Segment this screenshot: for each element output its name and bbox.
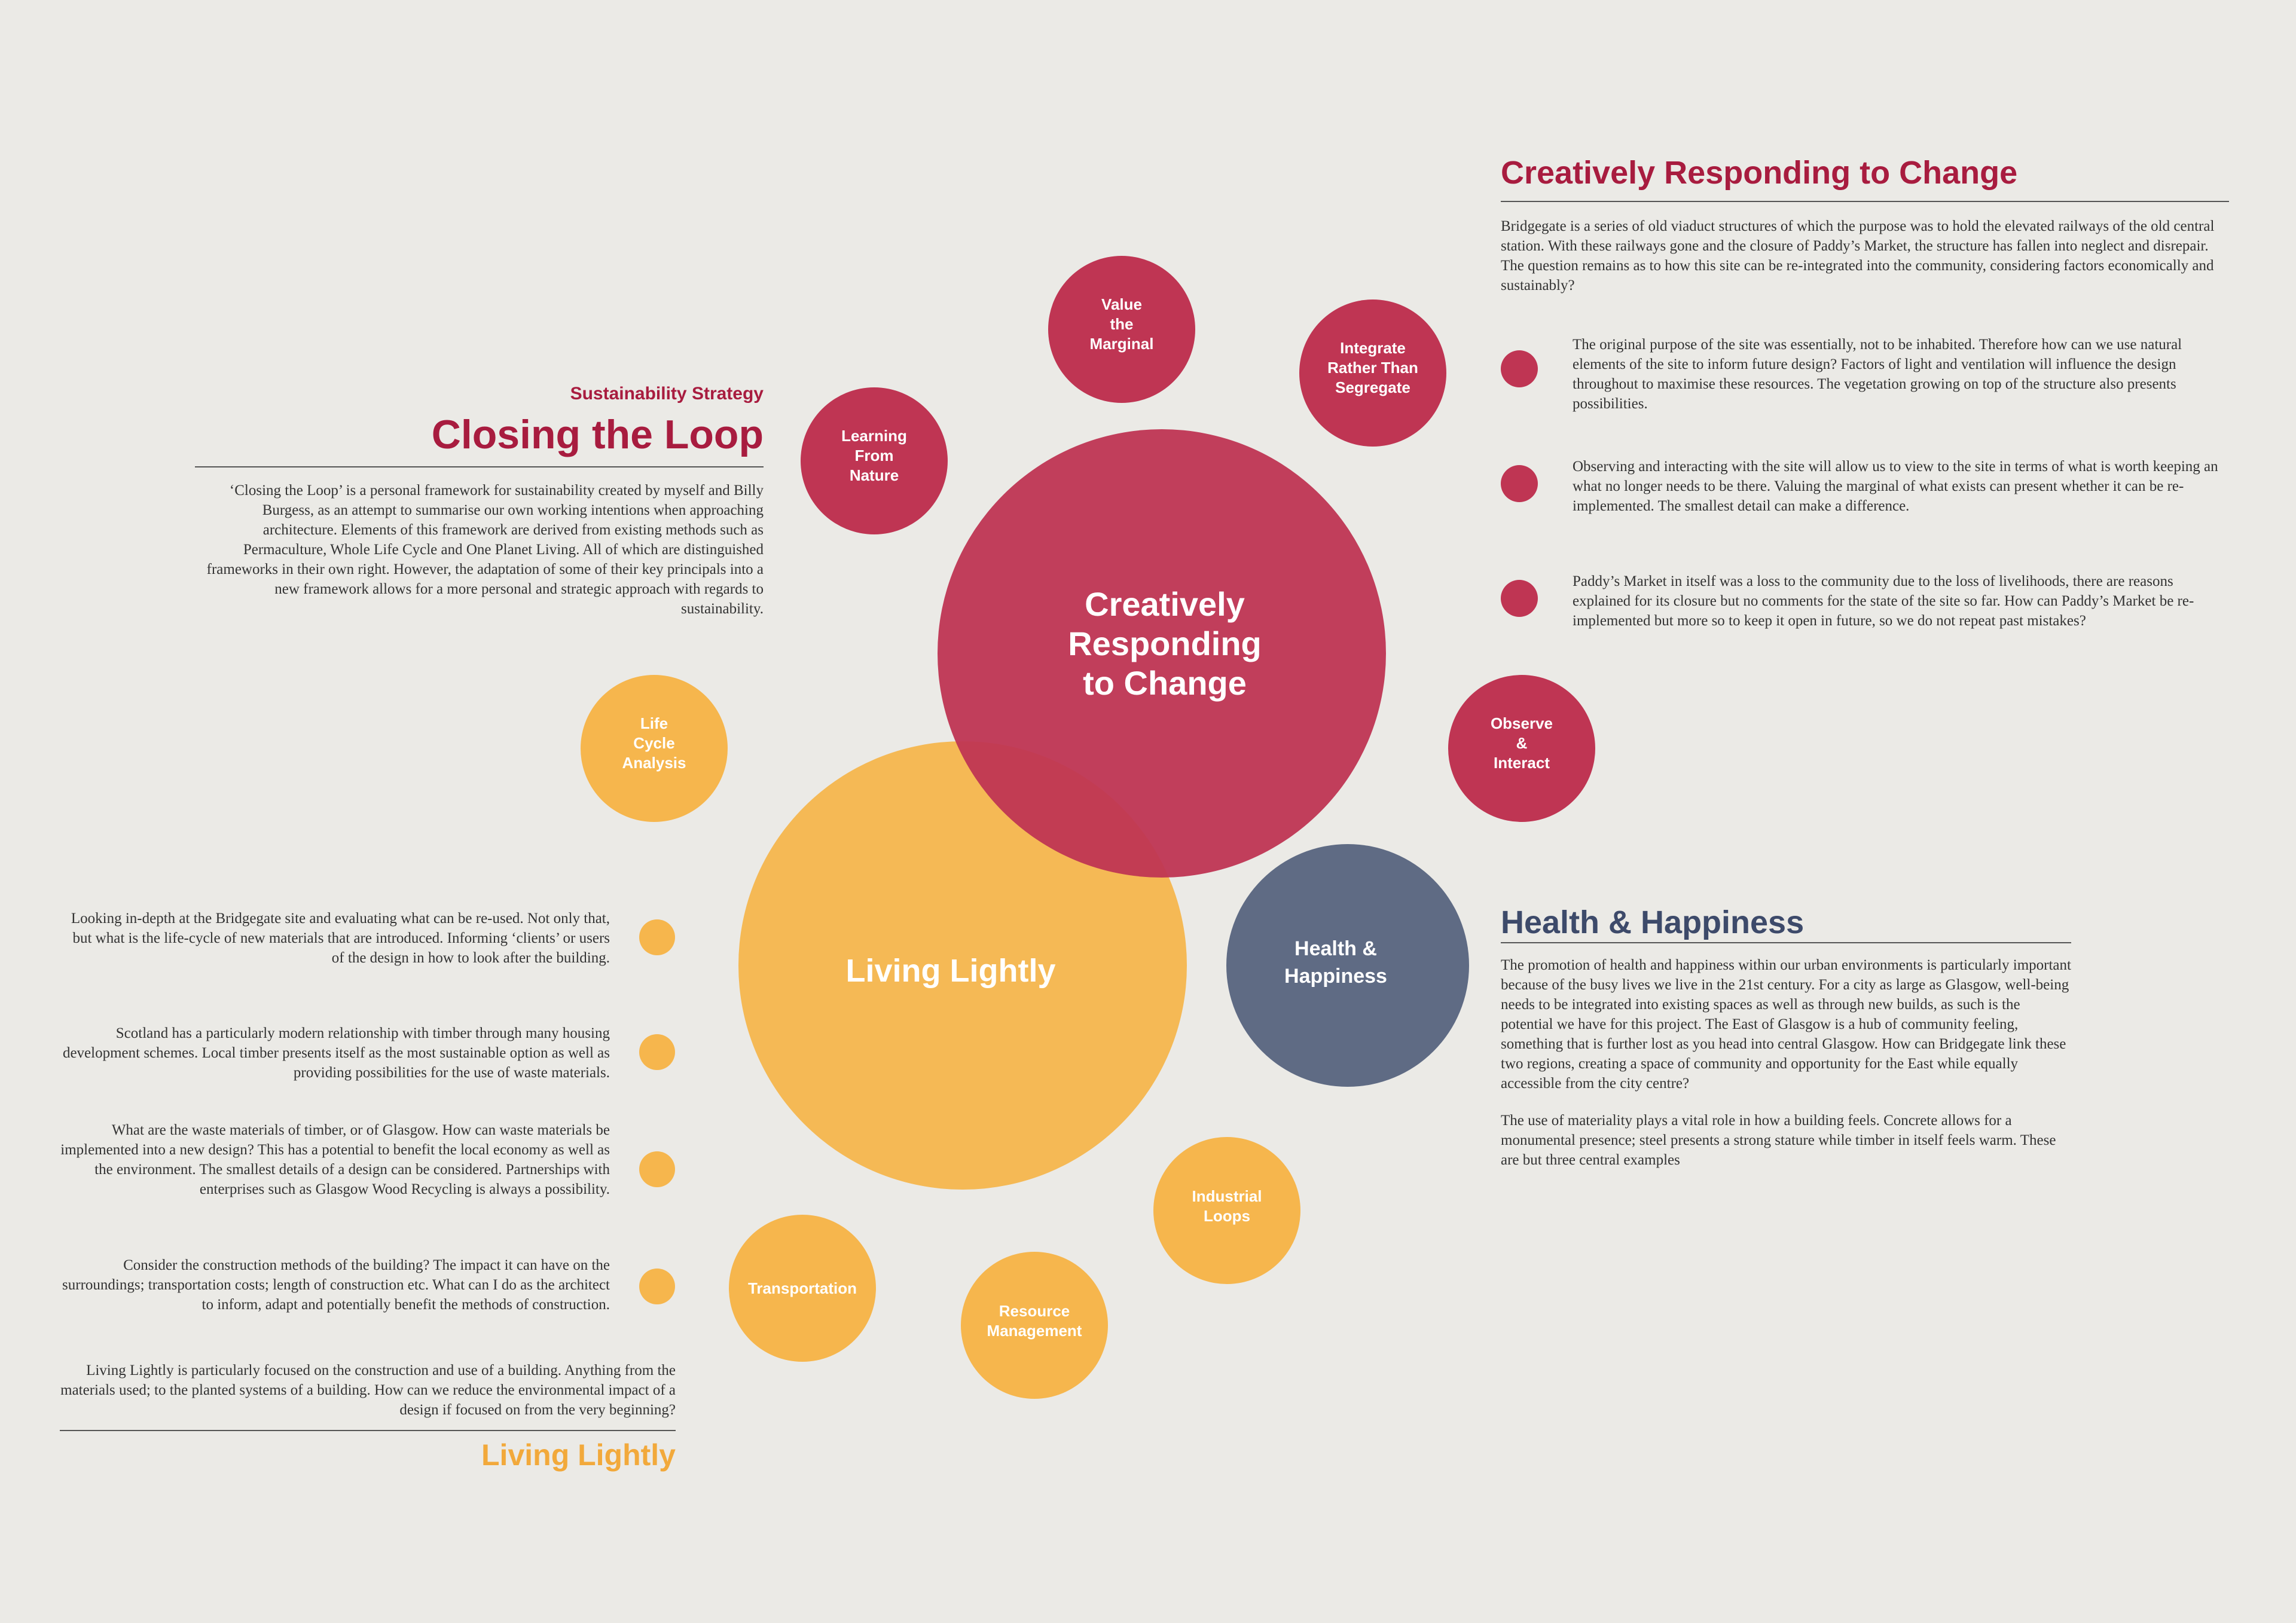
closing-loop-body: ‘Closing the Loop’ is a personal framewo… (206, 482, 764, 617)
industrial-loops-label-line-1: Industrial (1192, 1187, 1262, 1205)
health-happiness-label-line-1: Health & (1294, 937, 1377, 960)
lightly-point-2: Scotland has a particularly modern relat… (62, 1025, 610, 1081)
health-section-title: Health & Happiness (1501, 904, 1805, 940)
health-happiness-label-line-2: Happiness (1284, 965, 1387, 988)
life-cycle-label-line-1: Life (640, 714, 668, 732)
health-happiness-circle (1226, 844, 1469, 1087)
change-point-3: Paddy’s Market in itself was a loss to t… (1573, 573, 2194, 629)
health-section-p2: The use of materiality plays a vital rol… (1501, 1112, 2056, 1168)
closing-loop-rule (195, 466, 764, 467)
integrate-label-line-3: Segregate (1335, 378, 1410, 396)
change-point-2-bullet (1501, 465, 1538, 502)
transportation-circle (729, 1215, 876, 1362)
change-point-2: Observing and interacting with the site … (1573, 459, 2218, 514)
lightly-section-title: Living Lightly (481, 1438, 676, 1472)
lightly-point-4: Consider the construction methods of the… (62, 1257, 610, 1313)
value-marginal-label-line-2: the (1110, 315, 1134, 333)
learning-nature-circle (801, 387, 948, 534)
resource-management-label-line-2: Management (987, 1322, 1082, 1340)
learning-nature-label-line-2: From (855, 447, 894, 464)
learning-nature-label-line-1: Learning (841, 427, 907, 445)
change-point-3-bullet (1501, 580, 1538, 617)
health-section-rule (1501, 942, 2071, 943)
closing-loop-title: Closing the Loop (431, 412, 764, 457)
health-section-p1: The promotion of health and happiness wi… (1501, 957, 2071, 1092)
industrial-loops-circle (1153, 1137, 1300, 1284)
change-point-1: The original purpose of the site was ess… (1573, 337, 2182, 412)
resource-management-circle (961, 1252, 1108, 1399)
health-happiness-label: Health & Happiness (1284, 937, 1387, 988)
sustainability-strategy-kicker: Sustainability Strategy (570, 384, 764, 404)
integrate-label-line-1: Integrate (1340, 339, 1406, 357)
industrial-loops-label-line-2: Loops (1204, 1207, 1250, 1225)
change-section-intro: Bridgegate is a series of old viaduct st… (1501, 218, 2215, 294)
lightly-point-1: Looking in-depth at the Bridgegate site … (71, 910, 610, 966)
value-marginal-label-line-1: Value (1101, 295, 1142, 313)
lightly-rule (60, 1430, 676, 1431)
life-cycle-label-line-3: Analysis (622, 754, 686, 772)
life-cycle-label-line-2: Cycle (633, 734, 674, 752)
creatively-responding-circle (938, 429, 1386, 878)
living-lightly-label-line-1: Living Lightly (846, 953, 1056, 989)
observe-interact-label: Observe & Interact (1491, 714, 1553, 772)
lightly-point-2-bullet (639, 1034, 675, 1070)
transportation-label: Transportation (748, 1279, 857, 1297)
resource-management-label-line-1: Resource (999, 1302, 1070, 1320)
creatively-responding-label-line-2: Responding (1068, 625, 1262, 662)
change-section-title: Creatively Responding to Change (1501, 155, 2018, 191)
creatively-responding-label-line-3: to Change (1083, 664, 1247, 702)
observe-interact-label-line-1: Observe (1491, 714, 1553, 732)
value-marginal-label-line-3: Marginal (1090, 335, 1154, 353)
lightly-point-4-bullet (639, 1269, 675, 1304)
lightly-summary: Living Lightly is particularly focused o… (60, 1362, 676, 1418)
change-section-rule (1501, 201, 2229, 202)
transportation-label-line-1: Transportation (748, 1279, 857, 1297)
life-cycle-circle (581, 675, 728, 822)
lightly-point-3-bullet (639, 1151, 675, 1187)
observe-interact-label-line-2: & (1516, 734, 1528, 752)
integrate-circle (1299, 299, 1446, 447)
integrate-label-line-2: Rather Than (1327, 359, 1418, 377)
learning-nature-label-line-3: Nature (850, 466, 899, 484)
value-marginal-circle (1048, 256, 1195, 403)
lightly-point-1-bullet (639, 919, 675, 955)
observe-interact-label-line-3: Interact (1494, 754, 1550, 772)
observe-interact-circle (1448, 675, 1595, 822)
creatively-responding-label-line-1: Creatively (1085, 585, 1245, 623)
living-lightly-label: Living Lightly (846, 953, 1056, 989)
change-point-1-bullet (1501, 350, 1538, 387)
lightly-point-3: What are the waste materials of timber, … (60, 1122, 610, 1197)
